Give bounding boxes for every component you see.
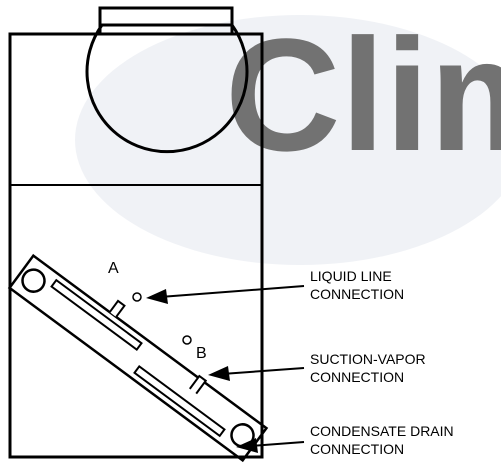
arrowhead-liquid	[146, 289, 168, 304]
callout-suction-vapor-1: SUCTION-VAPOR	[310, 351, 426, 367]
top-tab	[98, 6, 234, 34]
point-label-a: A	[108, 260, 119, 277]
leader-liquid-line	[146, 285, 305, 304]
leader-condensate-drain	[236, 438, 305, 453]
cabinet-outline	[8, 32, 264, 459]
point-label-b: B	[196, 345, 207, 362]
callout-condensate-drain-2: CONNECTION	[310, 441, 404, 457]
callout-liquid-line-1: LIQUID LINE	[310, 268, 392, 284]
point-b-marker	[182, 335, 192, 345]
callout-liquid-line-2: CONNECTION	[310, 286, 404, 302]
watermark-text: Clima	[225, 5, 501, 184]
coil-channel-lower	[133, 364, 226, 438]
watermark: Clima	[75, 5, 501, 265]
coil-frame	[7, 253, 269, 463]
callout-suction-vapor-2: CONNECTION	[310, 369, 404, 385]
arrowhead-drain	[236, 438, 258, 453]
suction-stub	[188, 374, 208, 395]
arrowhead-suction	[208, 366, 230, 381]
coil-channel-upper	[50, 278, 143, 352]
leader-suction-vapor	[208, 366, 305, 381]
point-a-marker	[132, 292, 142, 302]
callout-condensate-drain-1: CONDENSATE DRAIN	[310, 423, 454, 439]
blower-housing	[85, 23, 249, 154]
liquid-stub	[108, 299, 126, 318]
coil-assembly	[7, 253, 269, 463]
coil-end-left	[21, 268, 46, 293]
